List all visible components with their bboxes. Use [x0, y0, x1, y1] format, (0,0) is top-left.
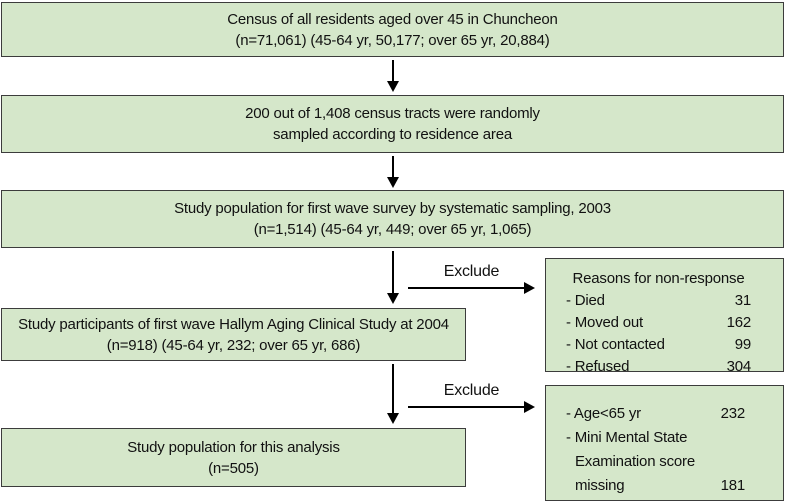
nonresponse-item-died: - Died 31 — [566, 290, 751, 312]
census-tracts-box: 200 out of 1,408 census tracts were rand… — [1, 95, 784, 153]
down-arrow-head-1 — [387, 81, 399, 92]
nonresponse-item-moved-out-label: - Moved out — [566, 314, 644, 331]
study-population-2003-box: Study population for first wave survey b… — [1, 190, 784, 248]
nonresponse-reasons-box: Reasons for non-response - Died 31 - Mov… — [545, 258, 784, 375]
down-arrow-head-4 — [387, 413, 399, 424]
exclusion-item-mmse-line1-label: - Mini Mental State — [566, 429, 688, 446]
exclusion-item-mmse-line2: Examination score — [566, 450, 745, 474]
nonresponse-item-not-contacted-label: - Not contacted — [566, 336, 665, 353]
exclusion-item-age: - Age<65 yr 232 — [566, 402, 745, 426]
exclude-label-2: Exclude — [443, 382, 500, 399]
nonresponse-item-not-contacted-value: 99 — [734, 336, 752, 353]
nonresponse-item-died-value: 31 — [734, 292, 752, 309]
down-arrow-line-3 — [392, 251, 394, 294]
census-box: Census of all residents aged over 45 in … — [1, 2, 784, 57]
exclusion-item-mmse-line3: missing 181 — [566, 474, 745, 498]
exclude-arrow-line-1 — [408, 287, 525, 289]
exclusion-item-age-value: 232 — [720, 405, 746, 422]
exclusion-item-mmse-line3-value: 181 — [720, 477, 746, 494]
study-participants-2004-line1: Study participants of first wave Hallym … — [18, 315, 449, 333]
nonresponse-item-refused-value: 304 — [726, 358, 752, 375]
nonresponse-item-died-label: - Died — [566, 292, 605, 309]
final-study-population-line1: Study population for this analysis — [127, 438, 340, 456]
study-population-2003-line1: Study population for first wave survey b… — [174, 200, 611, 217]
exclude-label-1: Exclude — [443, 263, 500, 280]
nonresponse-item-moved-out: - Moved out 162 — [566, 312, 751, 334]
down-arrow-line-1 — [392, 60, 394, 82]
second-exclusion-box: - Age<65 yr 232 - Mini Mental State Exam… — [545, 385, 784, 501]
down-arrow-head-3 — [387, 293, 399, 304]
exclusion-item-mmse-line2-label: Examination score — [575, 453, 695, 470]
down-arrow-line-4 — [392, 364, 394, 414]
census-box-line1: Census of all residents aged over 45 in … — [227, 10, 558, 28]
exclusion-item-mmse-line3-label: missing — [575, 477, 625, 494]
exclusion-item-age-label: - Age<65 yr — [566, 405, 641, 422]
census-box-line2: (n=71,061) (45-64 yr, 50,177; over 65 yr… — [235, 31, 550, 49]
study-participants-2004-box: Study participants of first wave Hallym … — [1, 308, 466, 361]
exclusion-item-mmse-line1: - Mini Mental State — [566, 426, 745, 450]
study-population-2003-line2: (n=1,514) (45-64 yr, 449; over 65 yr, 1,… — [253, 221, 532, 238]
down-arrow-head-2 — [387, 177, 399, 188]
nonresponse-item-moved-out-value: 162 — [726, 314, 752, 331]
nonresponse-item-refused-label: - Refused — [566, 358, 630, 375]
exclude-arrow-line-2 — [408, 406, 525, 408]
nonresponse-reasons-title: Reasons for non-response — [572, 270, 745, 287]
exclude-arrow-head-2 — [524, 401, 535, 413]
nonresponse-item-not-contacted: - Not contacted 99 — [566, 334, 751, 356]
down-arrow-line-2 — [392, 156, 394, 178]
exclude-arrow-head-1 — [524, 282, 535, 294]
final-study-population-box: Study population for this analysis (n=50… — [1, 428, 466, 487]
nonresponse-item-refused: - Refused 304 — [566, 356, 751, 378]
final-study-population-line2: (n=505) — [208, 459, 259, 477]
census-tracts-line2: sampled according to residence area — [273, 126, 512, 143]
study-participants-2004-line2: (n=918) (45-64 yr, 232; over 65 yr, 686) — [106, 336, 361, 354]
census-tracts-line1: 200 out of 1,408 census tracts were rand… — [245, 105, 540, 122]
